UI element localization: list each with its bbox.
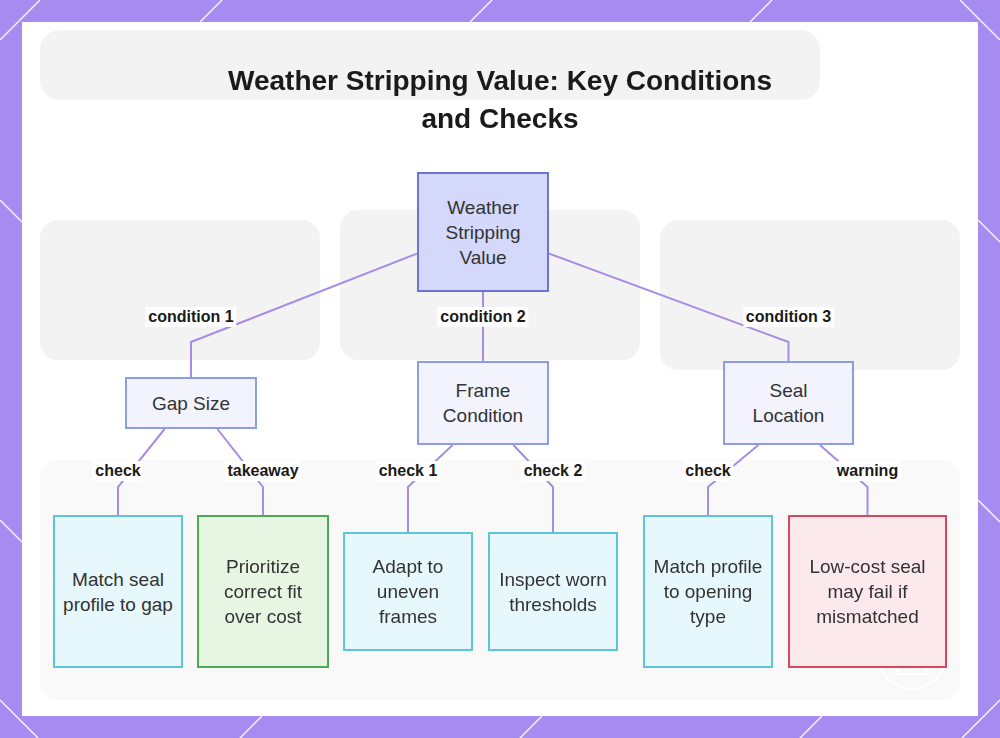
node-text-group: Match profile to opening type: [653, 554, 763, 629]
node-text-group: Adapt to uneven frames: [353, 554, 463, 629]
node-text-group: Match seal profile to gap: [63, 567, 173, 617]
edge-label: check 2: [521, 461, 586, 481]
node-text: Match profile to opening type: [653, 554, 763, 629]
check-box: Match seal profile to gap: [53, 515, 183, 668]
take-box: Prioritize correct fit over cost: [197, 515, 329, 668]
node-text: Weather Stripping Value: [427, 195, 539, 270]
node-text-group: Prioritize correct fit over cost: [207, 554, 319, 629]
node-text: Seal Location: [733, 378, 844, 428]
edge-label: condition 1: [145, 307, 236, 327]
edge-label: takeaway: [224, 461, 301, 481]
node-text: Inspect worn thresholds: [498, 567, 608, 617]
root-box: Weather Stripping Value: [417, 172, 549, 292]
node-text-group: Low-cost seal may fail if mismatched: [798, 554, 937, 629]
check-box: Inspect worn thresholds: [488, 532, 618, 651]
connector-line: [408, 445, 453, 532]
node-text: Low-cost seal may fail if mismatched: [798, 554, 937, 629]
diagram-title: Weather Stripping Value: Key Conditions …: [200, 62, 800, 138]
check-box: Match profile to opening type: [643, 515, 773, 668]
node-text: Adapt to uneven frames: [353, 554, 463, 629]
node-text: Gap Size: [152, 391, 230, 416]
cond-box: Frame Condition: [417, 361, 549, 445]
edge-label: condition 3: [743, 307, 834, 327]
check-box: Adapt to uneven frames: [343, 532, 473, 651]
node-text: Prioritize correct fit over cost: [207, 554, 319, 629]
node-text: Match seal profile to gap: [63, 567, 173, 617]
edge-label: warning: [834, 461, 901, 481]
edge-label: condition 2: [437, 307, 528, 327]
node-text-group: Seal Location: [733, 378, 844, 428]
connector-line: [513, 445, 553, 532]
edge-label: check: [92, 461, 143, 481]
node-text-group: Gap Size: [152, 391, 230, 416]
edge-label: check: [682, 461, 733, 481]
cond-box: Gap Size: [125, 377, 257, 429]
node-text-group: Inspect worn thresholds: [498, 567, 608, 617]
cond-box: Seal Location: [723, 361, 854, 445]
warn-box: Low-cost seal may fail if mismatched: [788, 515, 947, 668]
node-text-group: Weather Stripping Value: [427, 195, 539, 270]
edge-label: check 1: [376, 461, 441, 481]
node-text: Frame Condition: [427, 378, 539, 428]
node-text-group: Frame Condition: [427, 378, 539, 428]
